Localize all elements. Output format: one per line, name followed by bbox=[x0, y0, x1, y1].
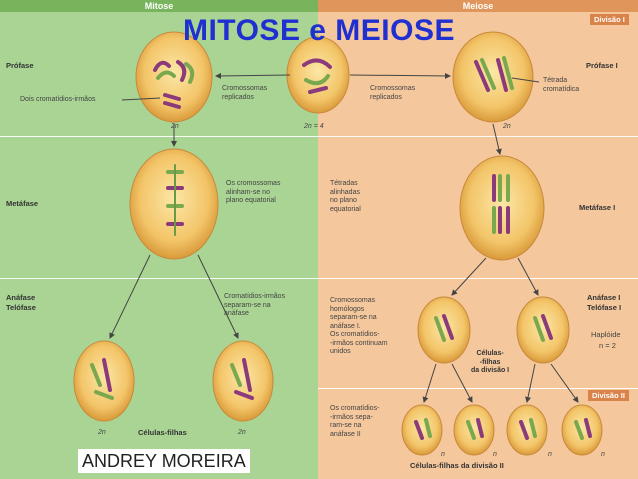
stage-label-telophase-1: Telófase I bbox=[587, 303, 622, 312]
mitosis-header: Mitose bbox=[0, 0, 318, 12]
label-sister-chromatids: Dois cromatídios-irmãos bbox=[20, 96, 96, 103]
division2-badge: Divisão II bbox=[588, 390, 629, 401]
ploidy-mitosis-prophase: 2n bbox=[171, 123, 179, 130]
cell-meiosis-div1-1 bbox=[417, 296, 471, 364]
stage-label-anaphase: Anáfase bbox=[6, 293, 36, 302]
stage-label-prophase-1: Prófase I bbox=[586, 61, 618, 70]
haploid-count: n = 2 bbox=[599, 341, 616, 350]
separator-division2 bbox=[318, 388, 638, 389]
separator-prophase bbox=[0, 136, 638, 137]
ploidy-meiosis-prophase: 2n bbox=[503, 123, 511, 130]
stage-label-telophase: Telófase bbox=[6, 303, 36, 312]
chromosomes bbox=[90, 56, 592, 440]
cell-meiosis-div2-4 bbox=[561, 404, 603, 456]
ploidy-daughter-2: 2n bbox=[238, 429, 246, 436]
cell-meiosis-div2-2 bbox=[453, 404, 495, 456]
label-aligned: Os cromossomas alinham-se no plano equat… bbox=[226, 180, 281, 204]
ploidy-div2-1: n bbox=[441, 451, 445, 458]
cell-mitosis-daughter-1 bbox=[73, 340, 135, 422]
cell-meiosis-prophase bbox=[452, 31, 534, 123]
ploidy-div2-4: n bbox=[601, 451, 605, 458]
label-sisters-separate-2: Os cromatídios- -irmãos sepa- ram-se na … bbox=[330, 405, 380, 438]
cell-meiosis-div2-3 bbox=[506, 404, 548, 456]
label-daughter-cells: Células-filhas bbox=[138, 428, 187, 437]
ploidy-div2-3: n bbox=[548, 451, 552, 458]
label-replicated-right: Cromossomas replicados bbox=[370, 85, 416, 101]
ploidy-div2-2: n bbox=[493, 451, 497, 458]
stage-label-metaphase-1: Metáfase I bbox=[579, 203, 616, 212]
label-tetrads-aligned: Tétradas alinhadas no plano equatorial bbox=[330, 180, 361, 213]
division1-badge: Divisão I bbox=[590, 14, 629, 25]
stage-label-prophase: Prófase bbox=[6, 61, 34, 70]
label-sisters-separate: Cromatídios-irmãos separam-se na anáfase bbox=[224, 293, 286, 317]
cell-meiosis-div2-1 bbox=[401, 404, 443, 456]
label-homologs-separate: Cromossomas homólogos separam-se na anáf… bbox=[330, 297, 388, 355]
cell-meiosis-div1-2 bbox=[516, 296, 570, 364]
meiosis-header: Meiose bbox=[318, 0, 638, 12]
author-name: ANDREY MOREIRA bbox=[78, 449, 250, 473]
ploidy-interphase: 2n = 4 bbox=[304, 123, 324, 130]
stage-label-metaphase: Metáfase bbox=[6, 199, 39, 208]
label-daughter-div2: Células-filhas da divisão II bbox=[410, 461, 504, 470]
cell-mitosis-daughter-2 bbox=[212, 340, 274, 422]
ploidy-daughter-1: 2n bbox=[98, 429, 106, 436]
label-daughter-div1: Células- -filhas da divisão I bbox=[471, 350, 510, 374]
flow-arrows bbox=[109, 72, 579, 403]
slide-title: MITOSE e MEIOSE bbox=[182, 14, 455, 47]
haploid-label: Haplóide bbox=[591, 330, 621, 339]
label-tetrad: Tétrada cromatídica bbox=[543, 77, 580, 93]
cell-interphase bbox=[286, 36, 350, 114]
label-replicated-left: Cromossomas replicados bbox=[222, 85, 268, 101]
stage-label-anaphase-1: Anáfase I bbox=[587, 293, 621, 302]
separator-metaphase bbox=[0, 278, 638, 279]
